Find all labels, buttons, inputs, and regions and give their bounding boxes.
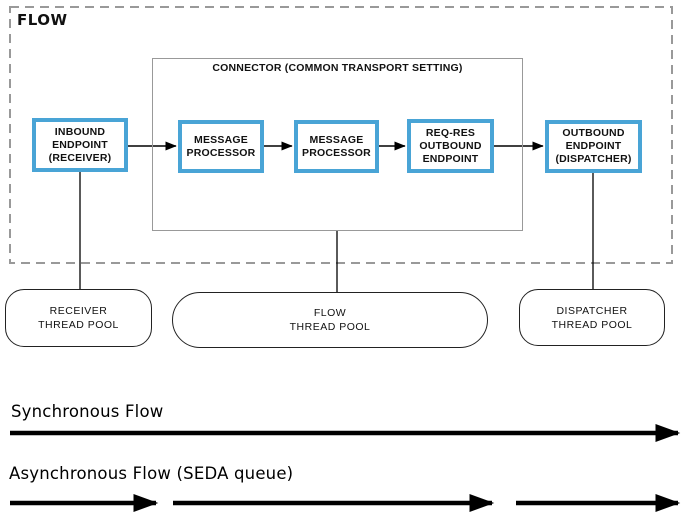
asynchronous-flow-label: Asynchronous Flow (SEDA queue): [9, 464, 294, 483]
node-label-line: PROCESSOR: [302, 146, 371, 159]
node-label-line: MESSAGE: [194, 133, 248, 146]
node-label-line: ENDPOINT: [565, 140, 622, 152]
node-label-line: (DISPATCHER): [555, 153, 632, 165]
connector-title: CONNECTOR (COMMON TRANSPORT SETTING): [152, 62, 523, 75]
node-label-line: OUTBOUND: [562, 127, 625, 139]
node-message-processor-1: MESSAGE PROCESSOR: [178, 120, 264, 173]
receiver-thread-pool: RECEIVER THREAD POOL: [5, 289, 152, 347]
synchronous-flow-label: Synchronous Flow: [11, 402, 164, 421]
pool-label-line: THREAD POOL: [551, 318, 633, 331]
pool-label-line: RECEIVER: [49, 305, 108, 317]
pool-label-line: DISPATCHER: [556, 304, 628, 317]
node-label-line: (RECEIVER): [48, 151, 112, 164]
node-label-line: MESSAGE: [309, 133, 364, 146]
node-label-line: ENDPOINT: [52, 138, 108, 151]
connector-title-line2: (COMMON TRANSPORT SETTING): [284, 62, 463, 74]
dispatcher-thread-pool: DISPATCHER THREAD POOL: [519, 289, 665, 346]
node-label-line: OUTBOUND: [419, 139, 482, 152]
node-label-line: INBOUND: [54, 125, 106, 138]
node-outbound-endpoint: OUTBOUND ENDPOINT (DISPATCHER): [545, 120, 642, 173]
connector-title-line1: CONNECTOR: [212, 62, 282, 74]
node-label-line: PROCESSOR: [186, 146, 256, 159]
flow-thread-pool: FLOW THREAD POOL: [172, 292, 488, 348]
node-label-line: REQ-RES: [425, 126, 476, 139]
connector-box: [152, 58, 523, 231]
pool-label-line: THREAD POOL: [289, 321, 371, 333]
node-inbound-endpoint: INBOUND ENDPOINT (RECEIVER): [32, 118, 128, 172]
node-label-line: ENDPOINT: [422, 152, 479, 165]
node-message-processor-2: MESSAGE PROCESSOR: [294, 120, 379, 173]
flow-container-label: FLOW: [17, 11, 68, 29]
node-reqres-outbound-endpoint: REQ-RES OUTBOUND ENDPOINT: [407, 119, 494, 173]
pool-label-line: THREAD POOL: [38, 319, 119, 331]
pool-label-line: FLOW: [313, 307, 347, 319]
